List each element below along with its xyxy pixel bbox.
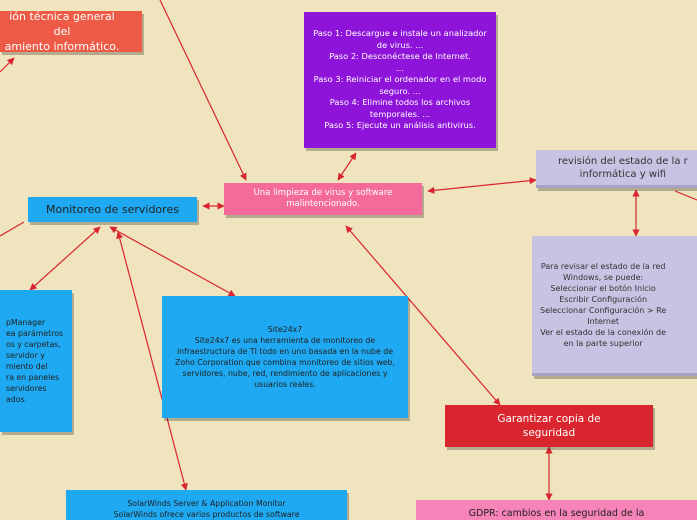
link-servers-left: [0, 221, 25, 237]
link-overview-left: [0, 57, 15, 73]
node-opmanager-text: pManager ea parámetros os y carpetas, se…: [6, 318, 64, 404]
node-virus-cleanup[interactable]: Una limpieza de virus y software malinte…: [224, 183, 422, 215]
node-solarwinds-text: SolarWinds Server & Application Monitor …: [113, 499, 300, 519]
node-network-review-text: revisión del estado de la r informática …: [558, 155, 688, 180]
link-servers-opmanager: [29, 226, 101, 291]
link-servers-solarwinds: [116, 231, 188, 491]
node-site24x7-text: Site24x7 Site24x7 es una herramienta de …: [175, 325, 395, 389]
link-network-right: [674, 190, 697, 201]
link-cleanup-steps: [337, 152, 357, 181]
node-virus-cleanup-text: Una limpieza de virus y software malinte…: [253, 188, 393, 209]
node-network-steps-text: Para revisar el estado de la red Windows…: [540, 261, 667, 348]
node-network-steps[interactable]: Para revisar el estado de la red Windows…: [532, 236, 697, 376]
node-gdpr-text: GDPR: cambios en la seguridad de la: [468, 508, 645, 519]
node-technical-overview-text: ión técnica general del amiento informát…: [4, 11, 120, 52]
node-site24x7[interactable]: Site24x7 Site24x7 es una herramienta de …: [162, 296, 408, 418]
link-cleanup-backup: [345, 225, 501, 406]
node-backup-text: Garantizar copia de seguridad: [497, 413, 601, 439]
node-technical-overview[interactable]: ión técnica general del amiento informát…: [0, 11, 142, 52]
link-servers-site24x7: [109, 226, 236, 297]
node-network-review[interactable]: revisión del estado de la r informática …: [536, 150, 697, 188]
node-server-monitoring[interactable]: Monitoreo de servidores: [28, 197, 197, 222]
node-gdpr[interactable]: GDPR: cambios en la seguridad de la: [416, 500, 697, 520]
node-solarwinds[interactable]: SolarWinds Server & Application Monitor …: [66, 490, 347, 520]
link-cleanup-network: [427, 177, 537, 194]
node-virus-steps-text: Paso 1: Descargue e instale un analizado…: [313, 28, 487, 131]
node-virus-steps[interactable]: Paso 1: Descargue e instale un analizado…: [304, 12, 496, 148]
node-server-monitoring-text: Monitoreo de servidores: [46, 202, 179, 216]
node-opmanager[interactable]: pManager ea parámetros os y carpetas, se…: [0, 290, 72, 432]
node-backup[interactable]: Garantizar copia de seguridad: [445, 405, 653, 447]
link-top-to-cleanup: [159, 0, 247, 181]
